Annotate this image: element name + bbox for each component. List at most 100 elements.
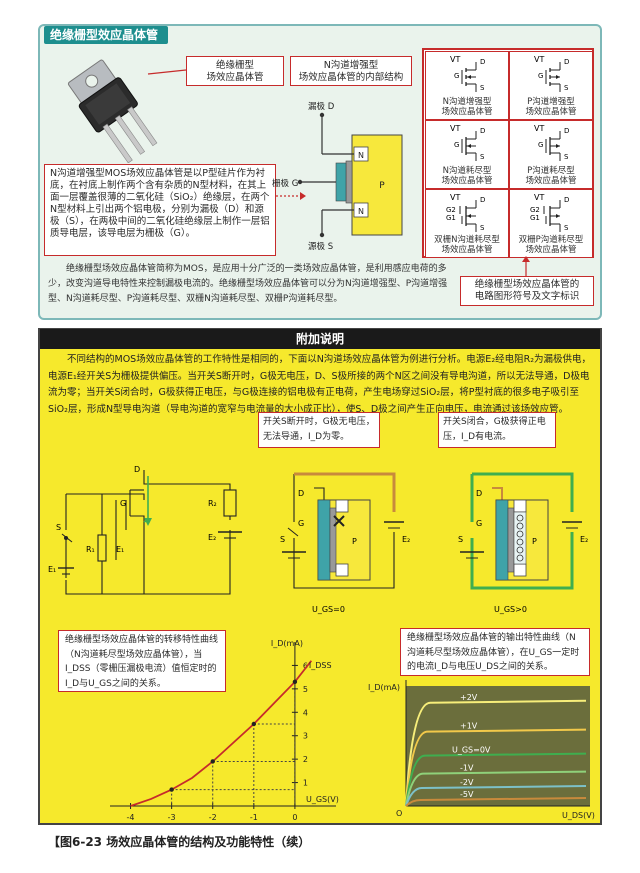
svg-text:G: G: [120, 499, 126, 508]
y-tick-label: 1: [303, 779, 308, 788]
series-label: -2V: [460, 778, 474, 787]
structure-description: N沟道增强型MOS场效应晶体管是以P型硅片作为衬底，在衬底上制作两个含有杂质的N…: [44, 164, 276, 256]
svg-text:D: D: [564, 127, 569, 135]
n-depletion-symbol-icon: VT D G S: [450, 124, 485, 161]
svg-text:S: S: [56, 523, 61, 532]
data-point: [210, 759, 215, 764]
y-axis-label: I_D(mA): [271, 639, 303, 648]
symbol-cell: VT D G S N沟道耗尽型 场效应晶体管: [425, 120, 509, 189]
svg-text:D: D: [480, 127, 485, 135]
switch-off-callout: 开关S断开时，G极无电压，无法导通，I_D为零。: [258, 412, 380, 448]
svg-text:G: G: [454, 141, 459, 149]
output-curve: [405, 797, 587, 807]
symbol-cell: VT D G S N沟道增强型 场效应晶体管: [425, 51, 509, 120]
symbol-grid: VT D G S N沟道增强型 场效应晶体管 VT D G S P沟道增强型 场…: [422, 48, 594, 258]
svg-text:P: P: [532, 537, 537, 546]
gate-label: 栅极 G: [272, 178, 298, 189]
svg-text:S: S: [280, 535, 285, 544]
svg-text:G2: G2: [530, 206, 540, 214]
svg-text:E₁: E₁: [48, 565, 56, 574]
svg-text:G: G: [538, 72, 543, 80]
switch-on-callout: 开关S闭合，G极获得正电压，I_D有电流。: [438, 412, 556, 448]
svg-text:S: S: [564, 153, 569, 161]
switch-off-circuit: P D G S E₂ U_GS=0: [280, 472, 410, 614]
svg-text:G: G: [538, 141, 543, 149]
svg-text:VT: VT: [450, 193, 460, 202]
n-label-top: N: [358, 151, 364, 160]
data-point: [251, 721, 257, 727]
section-title: 绝缘栅型效应晶体管: [44, 26, 168, 44]
svg-text:D: D: [564, 58, 569, 66]
series-label: +2V: [460, 693, 478, 702]
svg-text:G: G: [298, 519, 304, 528]
x-tick-label: 0: [292, 813, 297, 822]
n-enhancement-symbol-icon: VT D G S: [450, 55, 485, 92]
svg-text:S: S: [480, 84, 485, 92]
svg-text:U_GS>0: U_GS>0: [494, 605, 527, 614]
origin-label: O: [396, 809, 402, 818]
structure-callout: N沟道增强型 场效应晶体管的内部结构: [290, 56, 412, 86]
p-label: P: [379, 181, 385, 191]
svg-text:U_GS=0: U_GS=0: [312, 605, 345, 614]
transfer-curve: [130, 660, 313, 807]
svg-text:E₂: E₂: [402, 535, 410, 544]
svg-text:G: G: [476, 519, 482, 528]
svg-text:VT: VT: [534, 124, 544, 133]
svg-text:G: G: [454, 72, 459, 80]
p-depletion-symbol-icon: VT D G S: [534, 124, 569, 161]
explanation-paragraph: 不同结构的MOS场效应晶体管的工作特性是相同的，下面以N沟道场效应晶体管为例进行…: [48, 354, 592, 415]
data-point: [292, 679, 298, 685]
switch-on-circuit: P D G S E₂ U_GS>0: [458, 472, 588, 614]
x-tick-label: -3: [168, 813, 176, 822]
section-title-notes: 附加说明: [40, 329, 600, 349]
output-curve-callout: 绝缘栅型场效应晶体管的输出特性曲线（N沟道耗尽型场效应晶体管），在U_GS一定时…: [400, 628, 590, 676]
figure-caption: 【图6-23 场效应晶体管的结构及功能特性（续）: [48, 835, 311, 849]
output-curve: [405, 785, 587, 807]
svg-text:E₂: E₂: [208, 533, 216, 542]
series-label: -1V: [460, 764, 474, 773]
svg-text:VT: VT: [450, 55, 460, 64]
symbol-cell: VT D G S P沟道耗尽型 场效应晶体管: [509, 120, 593, 189]
x-tick-label: -2: [209, 813, 217, 822]
callout-arrow: [147, 69, 187, 75]
svg-text:D: D: [298, 489, 304, 498]
svg-text:S: S: [480, 153, 485, 161]
device-callout: 绝缘栅型 场效应晶体管: [186, 56, 284, 86]
transfer-curve-callout: 绝缘栅型场效应晶体管的转移特性曲线（N沟道耗尽型场效应晶体管），当I_DSS（零…: [58, 630, 226, 692]
y-tick-label: 3: [303, 732, 308, 741]
symbol-cell: VT D G S P沟道增强型 场效应晶体管: [509, 51, 593, 120]
svg-text:S: S: [458, 535, 463, 544]
symbols-caption: 绝缘栅型场效应晶体管的 电路图形符号及文字标识: [460, 276, 594, 306]
y-tick-label: 6: [303, 661, 308, 670]
data-point: [169, 787, 174, 792]
drain-label: 漏极 D: [308, 101, 335, 112]
svg-text:G1: G1: [530, 214, 540, 222]
series-label: U_GS=0V: [452, 746, 491, 755]
y-axis-label: I_D(mA): [368, 683, 400, 692]
p-enhancement-symbol-icon: VT D G S: [534, 55, 569, 92]
svg-text:S: S: [564, 84, 569, 92]
x-axis-label: U_DS(V): [562, 811, 595, 820]
svg-text:G2: G2: [446, 206, 456, 214]
mosfet-photo: [67, 59, 158, 163]
svg-text:D: D: [564, 196, 569, 204]
y-tick-label: 5: [303, 685, 308, 694]
x-tick-label: -4: [127, 813, 135, 822]
svg-text:R₁: R₁: [86, 545, 95, 554]
symbols-caption-arrow: [522, 256, 530, 276]
svg-text:S: S: [564, 224, 569, 232]
n-label-bottom: N: [358, 207, 364, 216]
x-axis-label: U_GS(V): [306, 795, 339, 804]
svg-text:P: P: [352, 537, 357, 546]
y-tick-label: 4: [303, 708, 308, 717]
svg-text:E₁: E₁: [116, 545, 124, 554]
bias-circuit-diagram: D G S R₁ E₁ E₁ R₂ E₂: [48, 465, 242, 595]
source-label: 源极 S: [308, 241, 333, 252]
idss-annotation: I_DSS: [309, 661, 332, 670]
y-tick-label: 2: [303, 755, 308, 764]
